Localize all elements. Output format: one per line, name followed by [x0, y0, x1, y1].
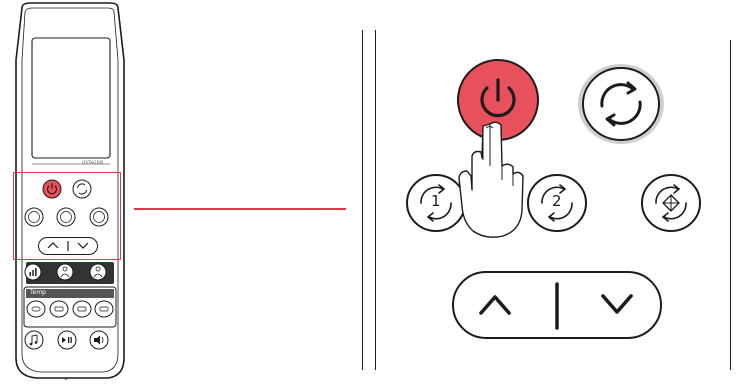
- power-icon: [480, 78, 516, 118]
- remote-temp-buttons[interactable]: [25, 299, 115, 319]
- chevron-up-icon: [479, 295, 511, 315]
- remote-signal-button[interactable]: [24, 263, 42, 281]
- timer1-label: 1: [431, 192, 441, 210]
- remote-updown-pill[interactable]: [38, 237, 98, 255]
- mode-icon: [655, 184, 687, 222]
- zoom-timer1-button[interactable]: 1: [405, 173, 467, 233]
- swing-icon: [600, 81, 642, 127]
- zoom-mode-button[interactable]: [640, 173, 702, 233]
- zoom-updown-pill: [451, 270, 663, 342]
- temp-label: Temp: [30, 289, 46, 296]
- timer2-label: 2: [552, 192, 562, 210]
- chevron-down-icon: [77, 242, 89, 249]
- chevron-down-icon: [601, 294, 633, 314]
- remote-music-button[interactable]: [24, 330, 44, 350]
- remote-screen: [31, 37, 111, 159]
- remote-person1-button[interactable]: [56, 263, 74, 281]
- timer-1-icon: [420, 184, 452, 222]
- remote-volume-button[interactable]: [89, 330, 109, 350]
- remote-timer2-button[interactable]: [56, 207, 76, 227]
- brand-label: OSTAGEM: [82, 160, 103, 165]
- swing-icon: [77, 183, 87, 195]
- remote-mode-button[interactable]: [89, 207, 109, 227]
- connector-line: [134, 208, 346, 210]
- remote-timer1-button[interactable]: [24, 207, 44, 227]
- remote-person2-button[interactable]: [89, 263, 107, 281]
- power-icon: [46, 183, 58, 195]
- highlight-box: [13, 172, 121, 260]
- zoom-timer2-button[interactable]: 2: [526, 173, 588, 233]
- divider-left-1: [362, 30, 363, 370]
- remote-playpause-button[interactable]: [57, 330, 77, 350]
- zoom-up-button[interactable]: [470, 282, 520, 326]
- divider-right: [730, 40, 731, 370]
- timer-2-icon: [541, 184, 573, 222]
- pointing-hand-icon: [446, 118, 536, 246]
- zoom-down-button[interactable]: [592, 282, 642, 326]
- remote-control: OSTAGEM Temp: [0, 0, 140, 381]
- chevron-up-icon: [47, 242, 59, 249]
- remote-swing-button[interactable]: [72, 179, 92, 199]
- zoom-swing-button[interactable]: [576, 62, 666, 146]
- remote-power-button[interactable]: [42, 179, 62, 199]
- remote-temp-section: Temp: [23, 286, 117, 328]
- divider-left-2: [375, 30, 376, 370]
